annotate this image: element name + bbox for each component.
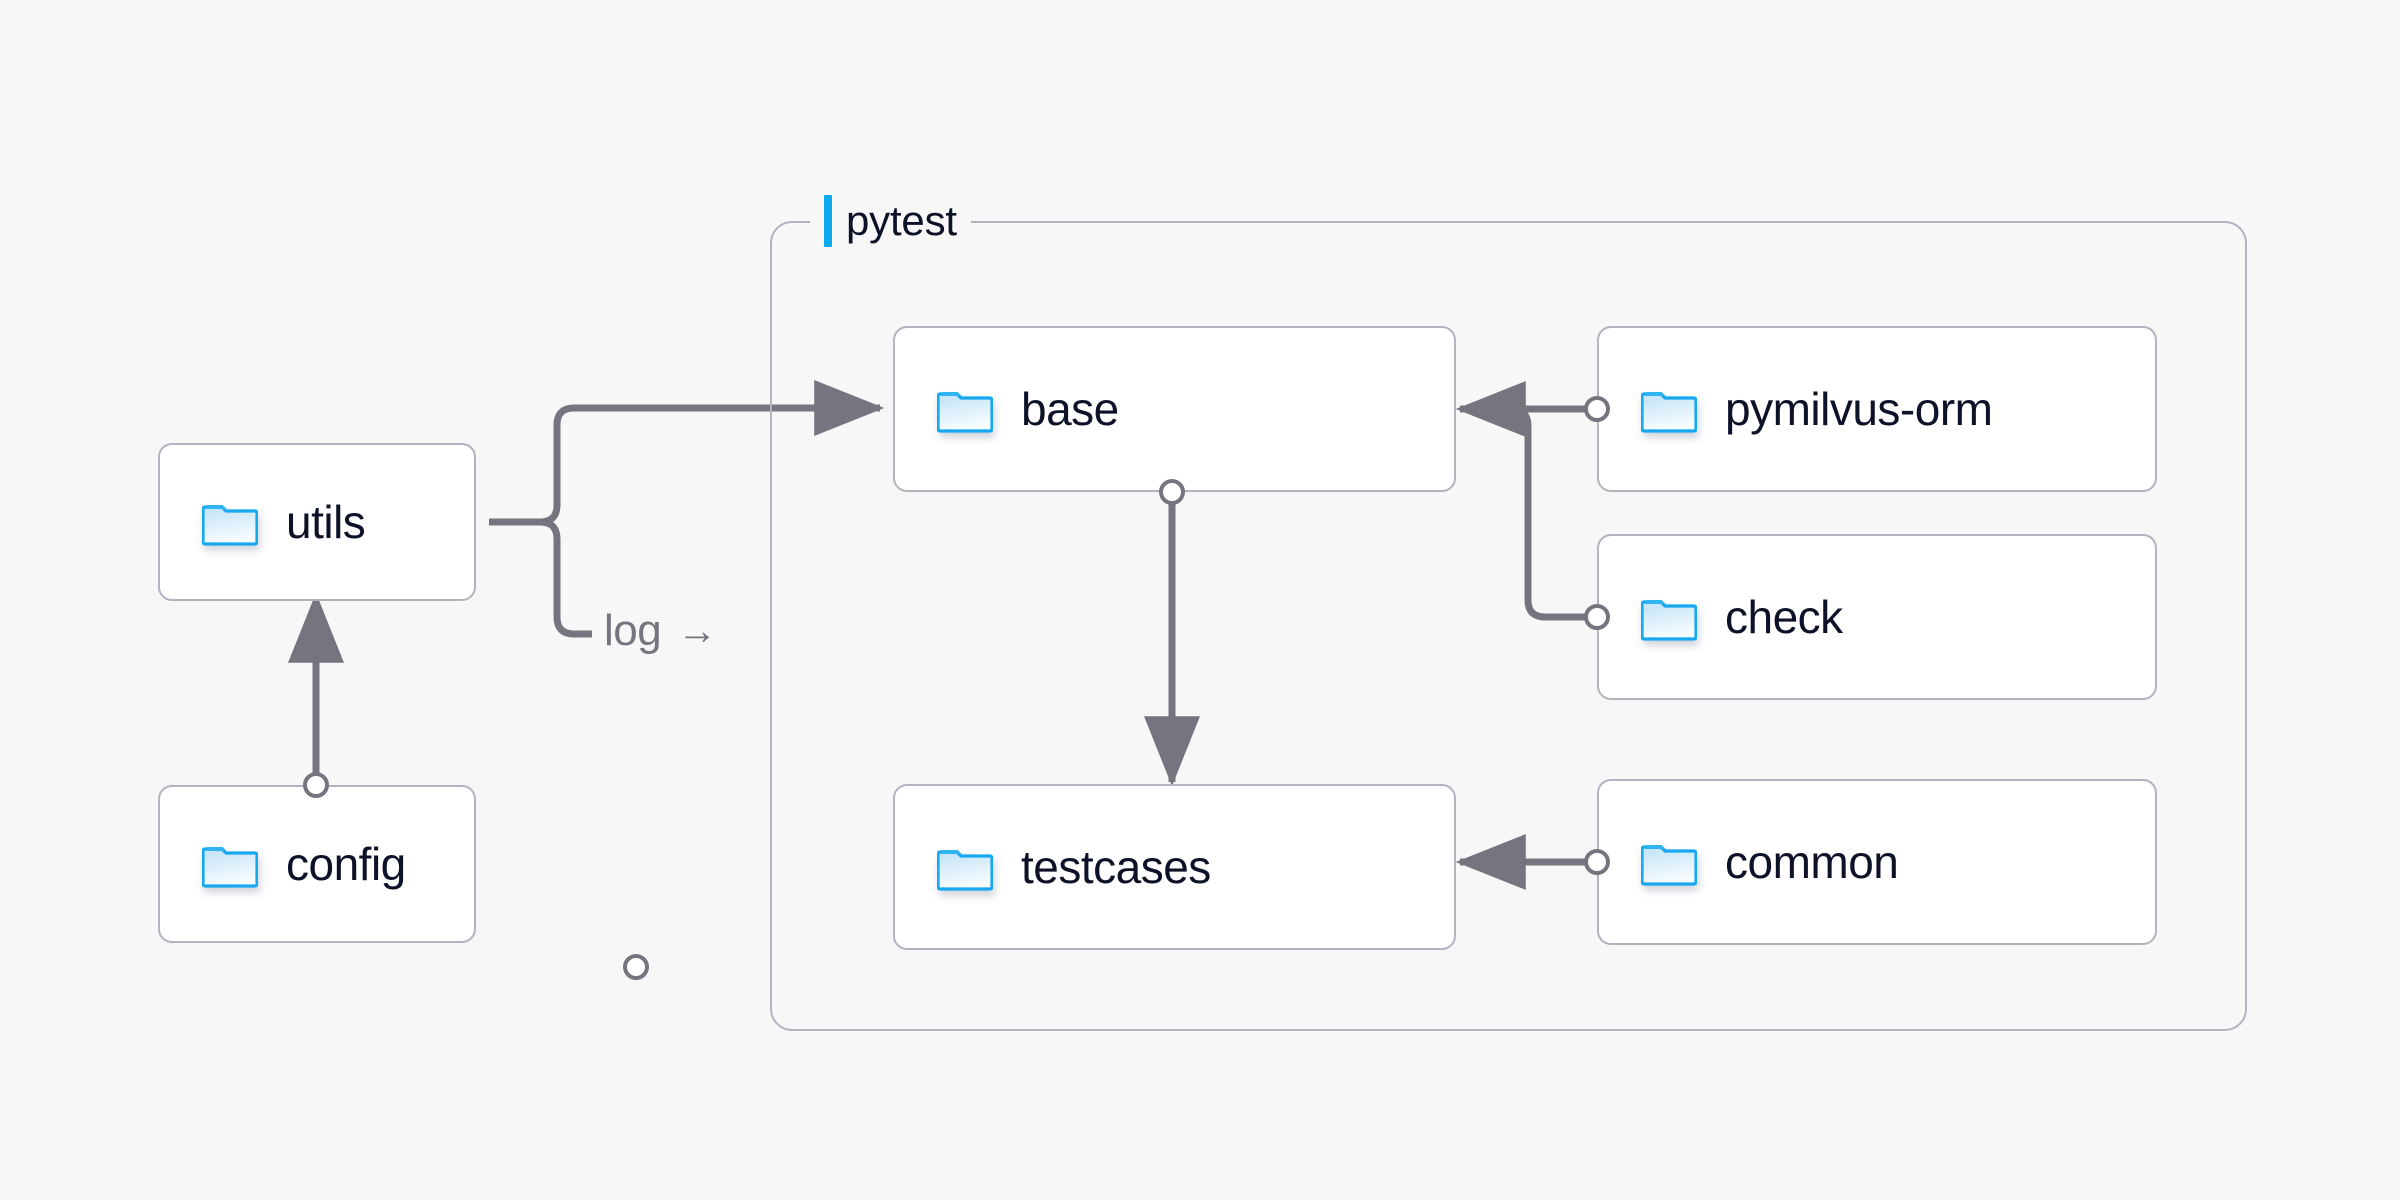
folder-icon — [1641, 600, 1697, 641]
edge-label-log: log → — [604, 606, 717, 656]
group-pytest-label: pytest — [846, 197, 957, 244]
port-check-left[interactable] — [1584, 604, 1610, 630]
node-common-label: common — [1725, 836, 1899, 888]
folder-icon — [1641, 845, 1697, 886]
edge-label-log-text: log — [604, 606, 662, 655]
node-check[interactable]: check — [1597, 534, 2157, 700]
node-config-label: config — [286, 838, 406, 890]
port-base-bottom[interactable] — [1159, 479, 1185, 505]
folder-icon — [1641, 392, 1697, 433]
folder-icon — [937, 850, 993, 891]
node-utils[interactable]: utils — [158, 443, 649, 980]
port-config-top[interactable] — [303, 772, 329, 798]
node-pymilvus-orm[interactable]: pymilvus-orm — [1597, 326, 2157, 492]
port-pymilvus-orm-left[interactable] — [1584, 396, 1610, 422]
port-utils-right[interactable] — [623, 954, 649, 980]
port-common-left[interactable] — [1584, 849, 1610, 875]
node-base[interactable]: base — [893, 326, 1456, 492]
node-check-label: check — [1725, 591, 1843, 643]
group-pytest-label-wrap: pytest — [810, 193, 971, 249]
node-pymilvus-orm-label: pymilvus-orm — [1725, 383, 1993, 435]
node-testcases-label: testcases — [1021, 841, 1211, 893]
edge-utils-log — [539, 518, 592, 638]
node-common[interactable]: common — [1597, 779, 2157, 945]
folder-icon — [202, 847, 258, 888]
node-testcases[interactable]: testcases — [893, 784, 1456, 950]
node-utils-label: utils — [286, 496, 366, 548]
group-pytest[interactable] — [770, 221, 2247, 1031]
arrow-right-icon: → — [677, 609, 717, 653]
accent-bar-icon — [824, 195, 832, 247]
folder-icon — [937, 392, 993, 433]
node-config[interactable]: config — [158, 785, 476, 943]
folder-icon — [202, 505, 258, 546]
node-base-label: base — [1021, 383, 1119, 435]
